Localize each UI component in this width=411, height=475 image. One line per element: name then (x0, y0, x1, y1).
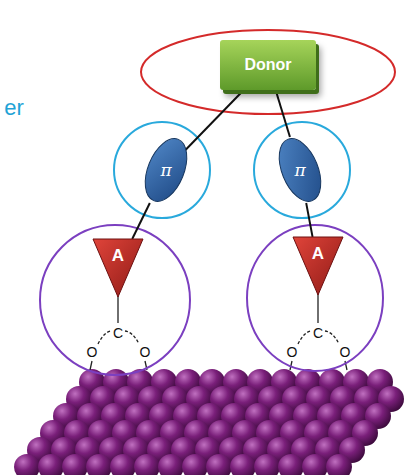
carboxyl-anchor (90, 293, 347, 370)
bond-line (184, 90, 244, 151)
acceptor-triangle: A (93, 239, 143, 297)
oxygen-atom: O (340, 344, 351, 360)
surface-sphere (182, 454, 208, 475)
oxygen-atom: O (140, 344, 151, 360)
acceptor-label: A (312, 244, 324, 264)
surface-sphere (230, 454, 256, 475)
surface-sphere (206, 454, 232, 475)
donor-label: Donor (244, 56, 291, 74)
surface-sphere (302, 454, 328, 475)
acceptor-highlight (40, 225, 190, 375)
acceptor-highlight (247, 225, 383, 371)
bridge-highlight (114, 122, 210, 218)
bond-line (276, 90, 290, 137)
oxygen-atom: O (287, 344, 298, 360)
surface-sphere (278, 454, 304, 475)
bond-line (306, 203, 312, 237)
oxygen-atom: O (87, 344, 98, 360)
pi-bridge-oval: π (282, 137, 318, 203)
tio2-surface (14, 369, 404, 475)
surface-sphere (326, 454, 352, 475)
surface-sphere (62, 454, 88, 475)
pi-bridge-oval: π (148, 137, 184, 203)
surface-sphere (14, 454, 40, 475)
acceptor-label: A (112, 246, 124, 266)
acceptor-triangle: A (293, 237, 343, 295)
bond-line (132, 203, 150, 239)
surface-sphere (254, 454, 280, 475)
surface-sphere (158, 454, 184, 475)
bridge-label: π (294, 160, 305, 180)
surface-sphere (86, 454, 112, 475)
partial-caption: er (4, 95, 24, 121)
carbon-atom: C (113, 325, 123, 341)
donor-box: Donor (220, 40, 316, 90)
donor-highlight (141, 30, 395, 114)
bridge-label: π (160, 160, 171, 180)
surface-sphere (134, 454, 160, 475)
surface-sphere (110, 454, 136, 475)
bridge-highlight (254, 122, 350, 218)
carbon-atom: C (313, 325, 323, 341)
surface-sphere (38, 454, 64, 475)
